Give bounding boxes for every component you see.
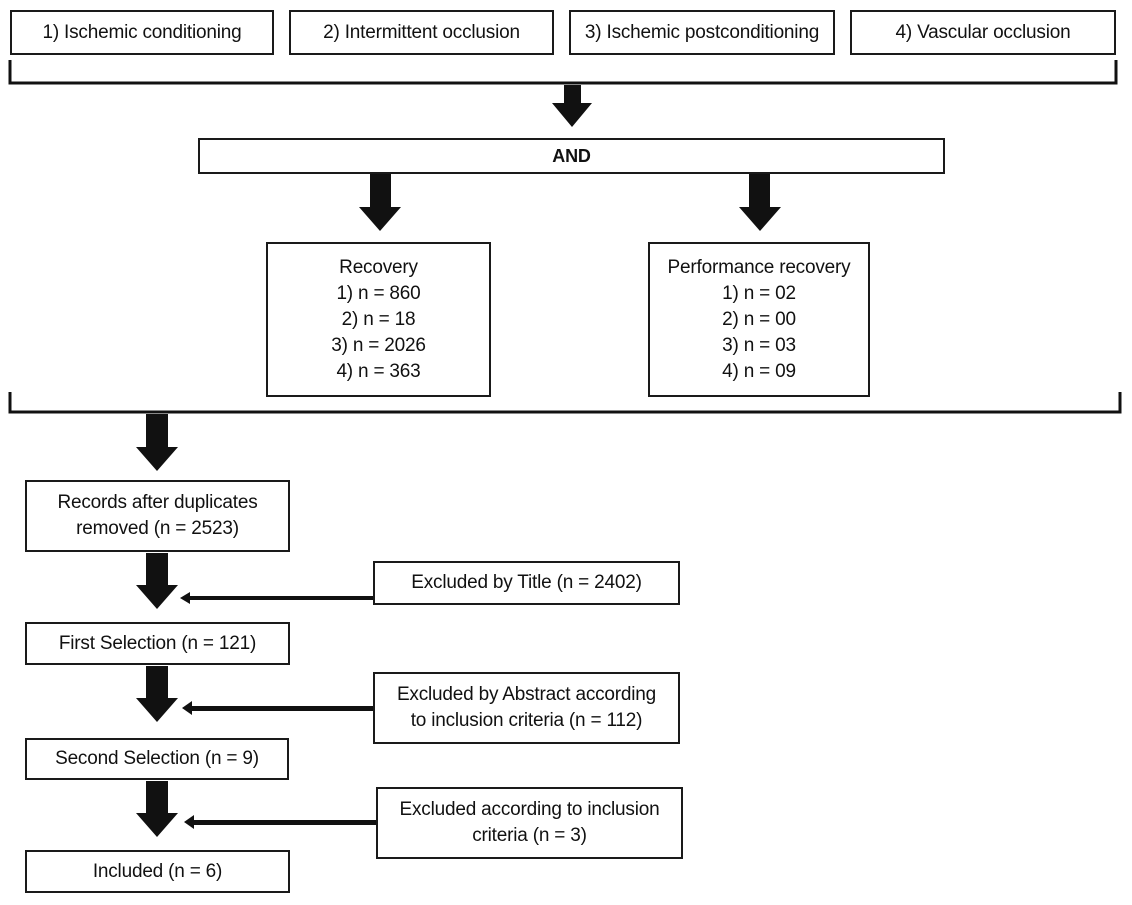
excluded-criteria-label: Excluded according to inclusion <box>399 799 660 820</box>
records-box: Records after duplicates removed (n = 25… <box>25 480 290 552</box>
top-bracket <box>8 60 1118 85</box>
performance-recovery-box: Performance recovery 1) n = 02 2) n = 00… <box>648 242 870 397</box>
excluded-abstract-label: Excluded by Abstract according <box>396 684 657 705</box>
left-arrow-icon <box>180 592 373 604</box>
recovery-count: 1) n = 860 <box>336 282 421 304</box>
recovery-title: Recovery <box>339 256 418 278</box>
performance-recovery-count: 1) n = 02 <box>722 282 796 304</box>
first-selection-box: First Selection (n = 121) <box>25 622 290 665</box>
performance-recovery-title: Performance recovery <box>667 256 851 278</box>
down-arrow-icon <box>136 666 178 722</box>
down-arrow-icon <box>136 414 178 471</box>
second-selection-label: Second Selection (n = 9) <box>55 748 259 769</box>
down-arrow-icon <box>136 781 178 837</box>
records-label: Records after duplicates <box>57 492 258 513</box>
middle-bracket <box>8 392 1122 414</box>
excluded-title-box: Excluded by Title (n = 2402) <box>373 561 680 605</box>
search-term-box-1: 1) Ischemic conditioning <box>10 10 274 55</box>
search-term-label: 2) Intermittent occlusion <box>323 21 520 43</box>
recovery-box: Recovery 1) n = 860 2) n = 18 3) n = 202… <box>266 242 491 397</box>
records-label: removed (n = 2523) <box>76 518 239 539</box>
down-arrow-icon <box>136 553 178 609</box>
performance-recovery-count: 3) n = 03 <box>722 334 796 356</box>
search-term-label: 3) Ischemic postconditioning <box>584 21 820 43</box>
left-arrow-icon <box>182 701 373 715</box>
included-label: Included (n = 6) <box>92 860 223 882</box>
search-term-box-2: 2) Intermittent occlusion <box>289 10 554 55</box>
down-arrow-icon <box>359 174 401 231</box>
search-term-box-3: 3) Ischemic postconditioning <box>569 10 835 55</box>
performance-recovery-count: 2) n = 00 <box>722 308 796 330</box>
included-box: Included (n = 6) <box>25 850 290 893</box>
performance-recovery-count: 4) n = 09 <box>722 360 796 382</box>
recovery-count: 2) n = 18 <box>341 308 416 330</box>
down-arrow-icon <box>739 174 781 231</box>
down-arrow-icon <box>552 85 592 127</box>
second-selection-box: Second Selection (n = 9) <box>25 738 289 780</box>
search-term-box-4: 4) Vascular occlusion <box>850 10 1116 55</box>
excluded-criteria-label: criteria (n = 3) <box>472 825 587 846</box>
first-selection-label: First Selection (n = 121) <box>58 632 257 654</box>
left-arrow-icon <box>184 815 376 829</box>
search-term-label: 1) Ischemic conditioning <box>42 21 242 43</box>
excluded-title-label: Excluded by Title (n = 2402) <box>411 572 642 593</box>
recovery-count: 4) n = 363 <box>336 360 421 382</box>
search-term-label: 4) Vascular occlusion <box>895 21 1071 43</box>
recovery-count: 3) n = 2026 <box>331 334 426 356</box>
excluded-abstract-label: to inclusion criteria (n = 112) <box>410 710 643 731</box>
excluded-abstract-box: Excluded by Abstract according to inclus… <box>373 672 680 744</box>
and-label: AND <box>552 146 591 166</box>
and-box: AND <box>198 138 945 174</box>
excluded-criteria-box: Excluded according to inclusion criteria… <box>376 787 683 859</box>
